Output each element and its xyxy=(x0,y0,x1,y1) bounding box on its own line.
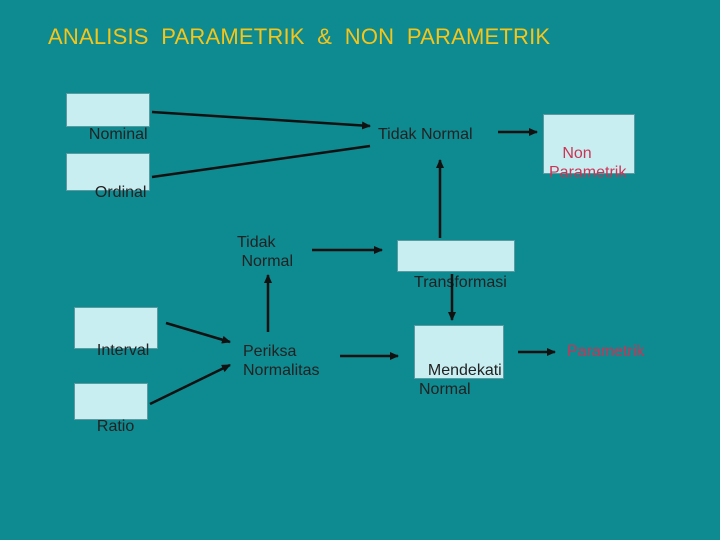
periksa-normalitas-label: Periksa Normalitas xyxy=(243,343,320,379)
mendekati-normal-label: Mendekati Normal xyxy=(419,362,502,398)
parametrik-label: Parametrik xyxy=(567,343,645,360)
interval-box: Interval xyxy=(74,307,158,359)
ratio-box: Ratio xyxy=(74,383,148,435)
tidak-normal-mid-label: Tidak Normal xyxy=(237,234,294,270)
transformasi-box: Transformasi xyxy=(397,240,515,291)
interval-label: Interval xyxy=(96,342,150,359)
tidak-normal-top-label: Tidak Normal xyxy=(378,126,473,143)
nominal-box: Nominal xyxy=(66,93,150,143)
ratio-label: Ratio xyxy=(96,418,135,435)
transformasi-label: Transformasi xyxy=(409,274,507,291)
non-parametrik-label: Non Parametrik xyxy=(549,145,627,181)
non-parametrik-box: Non Parametrik xyxy=(543,114,635,181)
arrow-ratio-to-periksa xyxy=(149,363,231,406)
arrow-interval-to-periksa xyxy=(165,321,231,344)
arrow-nominal-to-tidak-normal xyxy=(151,110,371,130)
line-ordinal-to-tidak-normal xyxy=(151,144,371,179)
slide-title: ANALISIS PARAMETRIK & NON PARAMETRIK xyxy=(48,24,551,49)
ordinal-box: Ordinal xyxy=(66,153,150,201)
nominal-label: Nominal xyxy=(88,126,148,143)
mendekati-normal-box: Mendekati Normal xyxy=(414,325,504,398)
ordinal-label: Ordinal xyxy=(94,184,147,201)
